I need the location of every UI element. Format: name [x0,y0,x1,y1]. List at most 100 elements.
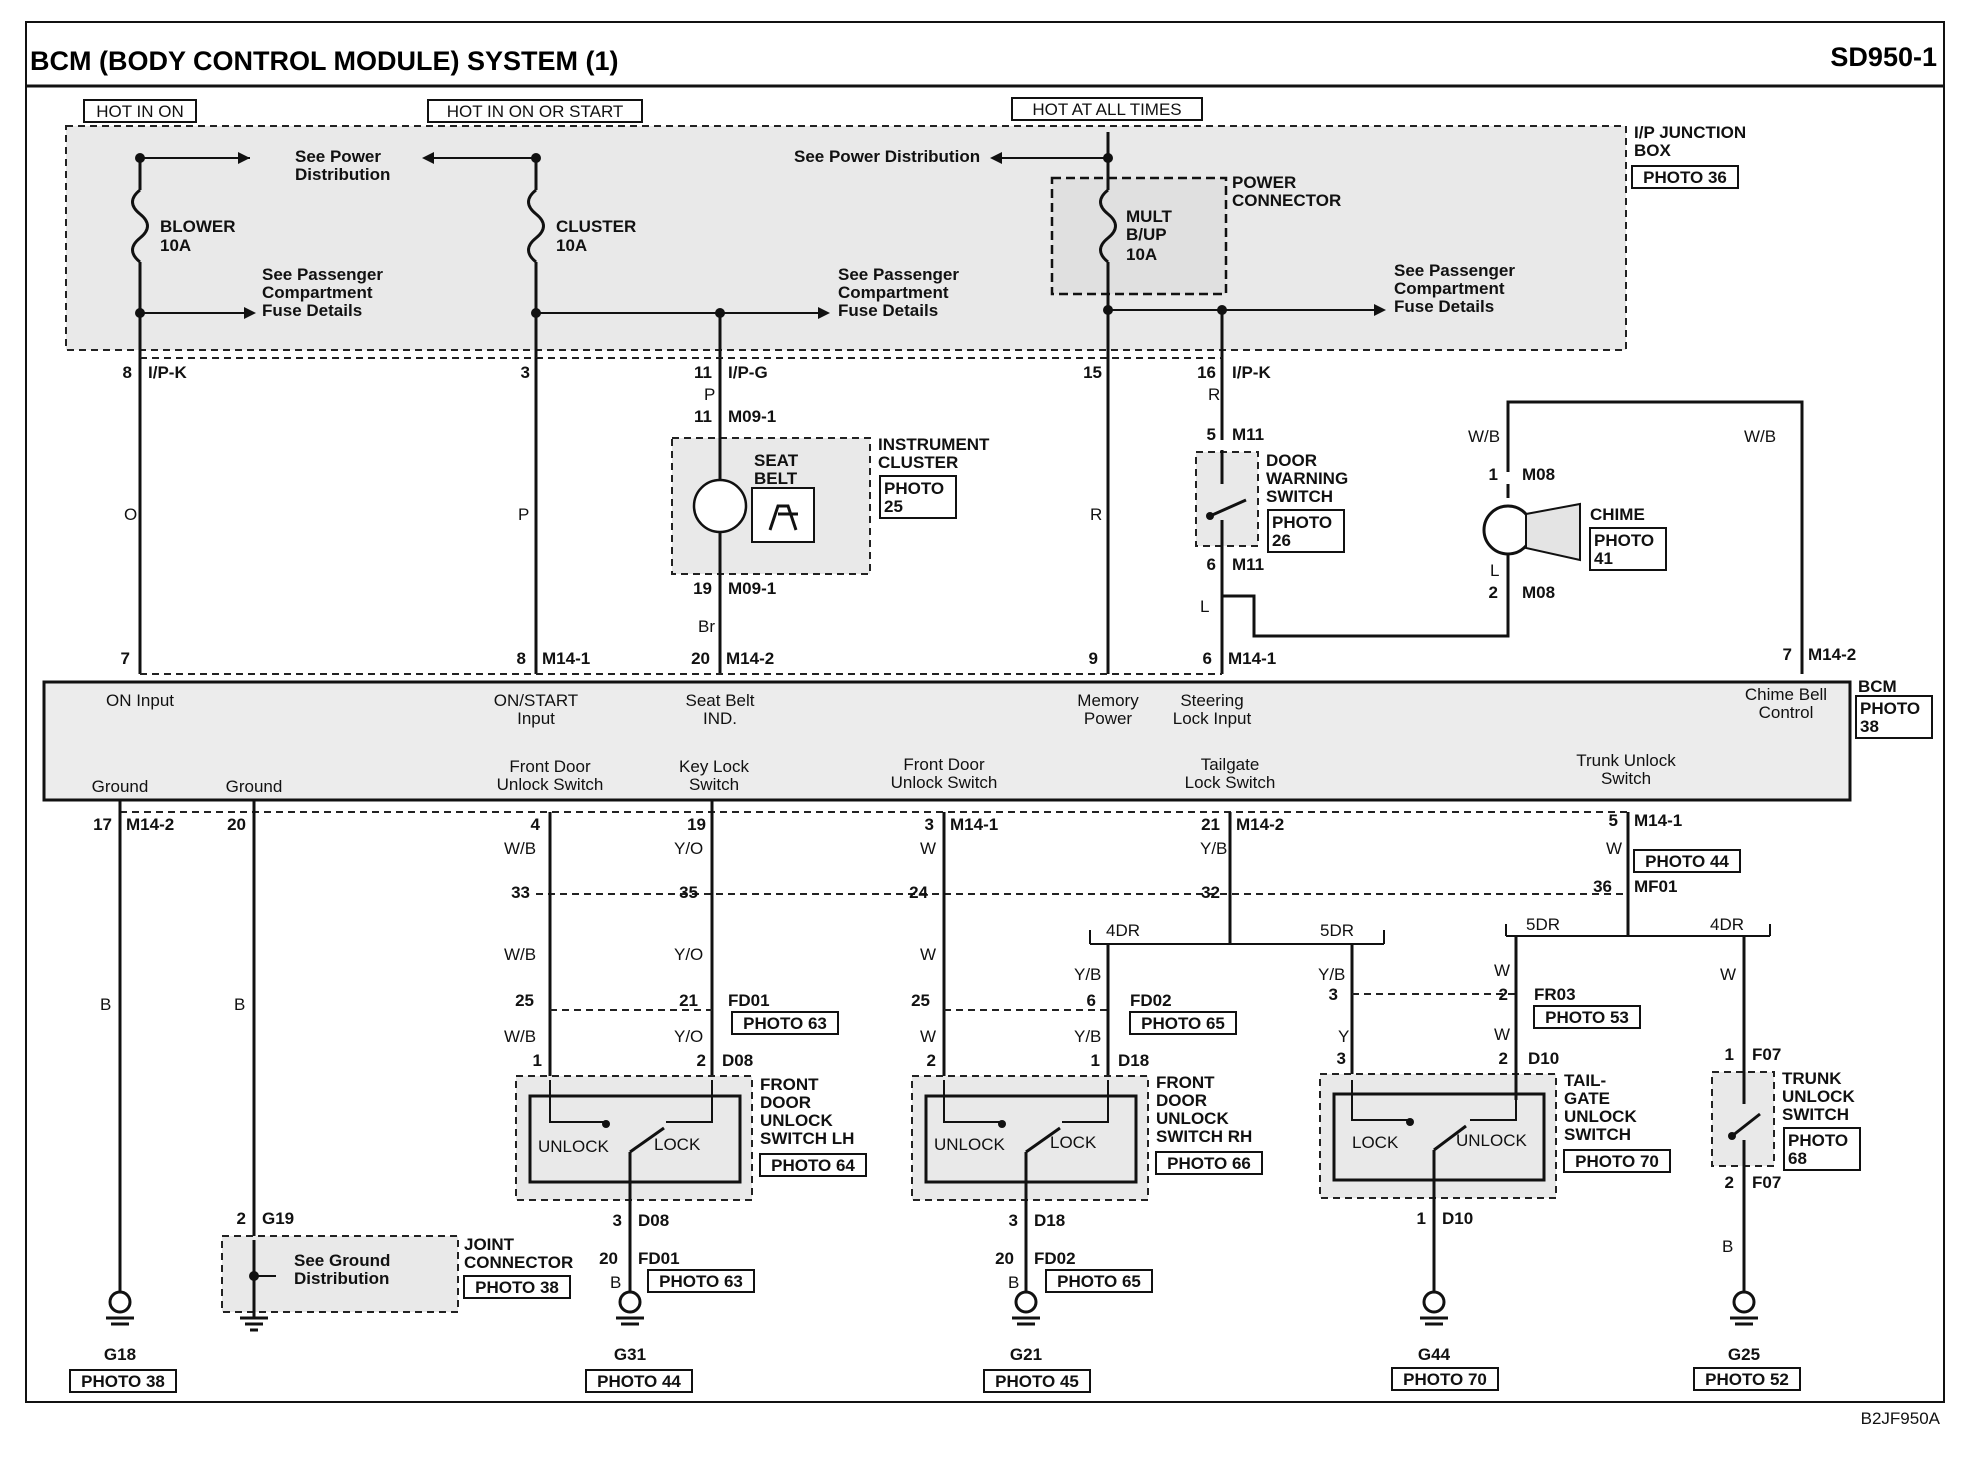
hot-in-on-start-box [427,99,643,123]
footer-code: B2JF950A [1861,1409,1941,1428]
svg-text:20: 20 [995,1249,1014,1268]
hot-in-on-start-label: HOT IN ON OR START [447,102,624,121]
blower-fuse-symbol [131,188,149,264]
svg-text:Ground: Ground [92,777,149,796]
svg-text:B: B [234,995,245,1014]
ground-g21-icon [1014,1290,1038,1314]
svg-text:M14-2: M14-2 [1808,645,1856,664]
ground-g31-icon [618,1290,642,1314]
svg-text:F07: F07 [1752,1173,1781,1192]
svg-text:6: 6 [1087,991,1096,1010]
svg-text:W: W [1720,965,1736,984]
bcm-module [42,680,1852,802]
svg-text:Ground: Ground [226,777,283,796]
junction-box-photo-box [1631,165,1739,189]
door-warning-switch-box [1195,451,1259,547]
blower-fuse-name: BLOWER [160,217,236,236]
rh-lock-label: LOCK [1050,1133,1097,1152]
tailgate-switch-photo: PHOTO 70 [1575,1152,1659,1171]
svg-text:D08: D08 [722,1051,753,1070]
svg-text:M11: M11 [1232,555,1264,574]
svg-text:W/B: W/B [1744,427,1776,446]
svg-text:PHOTO 53: PHOTO 53 [1545,1008,1629,1027]
svg-text:W/B: W/B [1468,427,1500,446]
svg-text:1: 1 [533,1051,542,1070]
svg-text:2: 2 [237,1209,246,1228]
page-title: BCM (BODY CONTROL MODULE) SYSTEM (1) [30,46,619,76]
svg-text:B: B [1008,1273,1019,1292]
ground-g31-photo: PHOTO 44 [597,1372,681,1391]
svg-text:M08: M08 [1522,583,1555,602]
svg-text:L: L [1200,597,1209,616]
svg-text:W: W [920,945,936,964]
svg-text:M09-1: M09-1 [728,407,776,426]
svg-text:M14-1: M14-1 [950,815,998,834]
blower-fuse-rating: 10A [160,236,191,255]
cluster-fuse-name: CLUSTER [556,217,636,236]
svg-text:W: W [1606,839,1622,858]
svg-text:21: 21 [1201,815,1220,834]
svg-text:21: 21 [679,991,698,1010]
svg-text:M14-1: M14-1 [1634,811,1682,830]
svg-text:D10: D10 [1442,1209,1473,1228]
svg-text:1: 1 [1489,465,1498,484]
ground-g21-photo: PHOTO 45 [995,1372,1079,1391]
svg-text:I/P-K: I/P-K [1232,363,1271,382]
svg-text:1: 1 [1725,1045,1734,1064]
svg-text:8: 8 [517,649,526,668]
ground-g18-photo: PHOTO 38 [81,1372,165,1391]
svg-text:24: 24 [909,883,928,902]
ground-g44-name: G44 [1418,1345,1451,1364]
svg-text:4DR: 4DR [1710,915,1744,934]
joint-connector-box [221,1235,459,1313]
svg-text:20: 20 [691,649,710,668]
mult-fuse-rating: 10A [1126,245,1157,264]
svg-text:Y/O: Y/O [674,1027,703,1046]
svg-text:15: 15 [1083,363,1102,382]
svg-text:2: 2 [1725,1173,1734,1192]
svg-text:I/P-G: I/P-G [728,363,768,382]
outer-frame [25,21,1945,1403]
svg-text:M14-2: M14-2 [126,815,174,834]
lh-unlock-label: UNLOCK [538,1137,610,1156]
svg-text:11: 11 [694,407,712,426]
bcm-name: BCM [1858,677,1897,696]
svg-text:PHOTO 65: PHOTO 65 [1141,1014,1225,1033]
ground-g18-name: G18 [104,1345,136,1364]
svg-text:5DR: 5DR [1320,921,1354,940]
svg-text:B: B [100,995,111,1014]
svg-text:W/B: W/B [504,839,536,858]
svg-text:Y: Y [1338,1027,1349,1046]
svg-text:9: 9 [1089,649,1098,668]
tailgate-unlock-label: UNLOCK [1456,1131,1528,1150]
svg-text:F07: F07 [1752,1045,1781,1064]
svg-text:25: 25 [911,991,930,1010]
front-lh-switch-photo: PHOTO 64 [771,1156,855,1175]
svg-text:FD01: FD01 [728,991,770,1010]
ground-g31-name: G31 [614,1345,646,1364]
svg-text:7: 7 [1783,645,1792,664]
power-connector-box [1050,176,1228,296]
svg-text:2: 2 [1489,583,1498,602]
svg-text:25: 25 [515,991,534,1010]
front-rh-switch-photo: PHOTO 66 [1167,1154,1251,1173]
svg-text:35: 35 [679,883,698,902]
svg-text:2: 2 [697,1051,706,1070]
svg-text:1: 1 [1091,1051,1100,1070]
svg-text:36: 36 [1593,877,1612,896]
svg-text:20: 20 [599,1249,618,1268]
svg-text:3: 3 [925,815,934,834]
junction-box-photo: PHOTO 36 [1643,168,1727,187]
svg-text:W: W [1494,1025,1510,1044]
